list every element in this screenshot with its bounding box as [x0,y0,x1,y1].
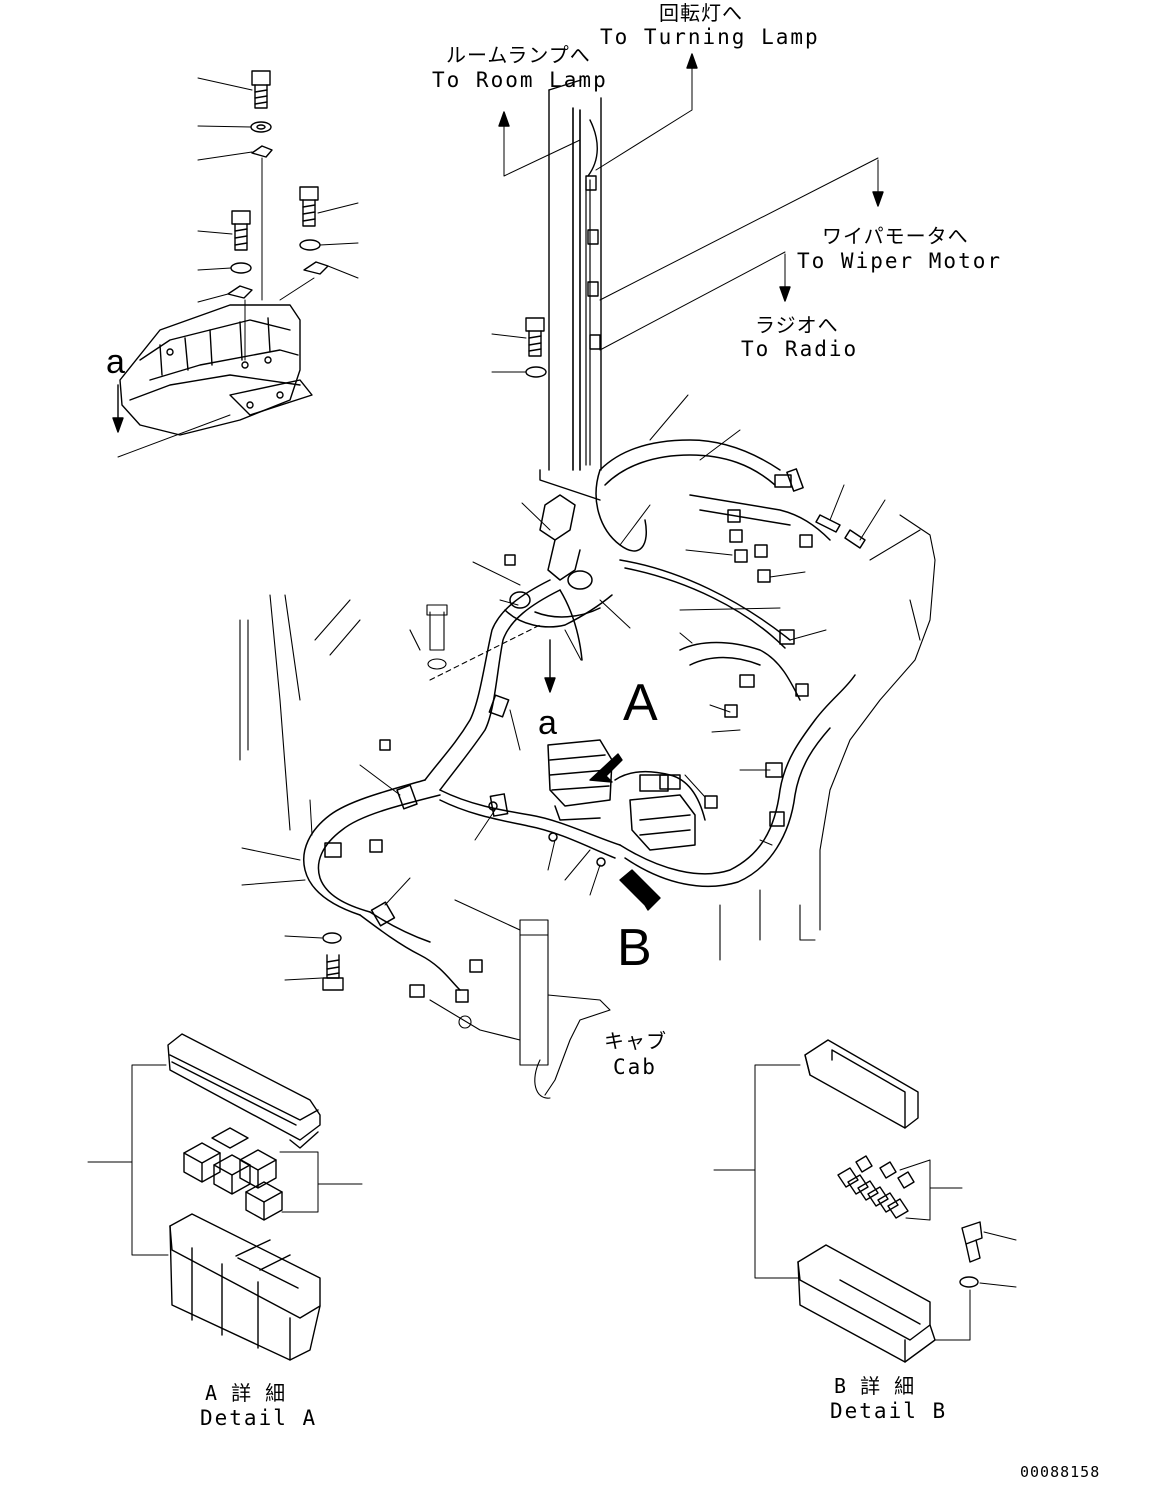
turning-lamp-label: To Turning Lamp [600,25,820,49]
pillar-bolt [491,317,547,378]
detail-b-drawing [713,1039,1017,1363]
view-marker-b: B [617,919,652,977]
cab-pillar [539,79,602,501]
harness-leaders [241,394,886,906]
radio-label: To Radio [741,337,859,361]
detail-b-label: Detail B [830,1399,948,1423]
cab-jp-label: キャブ [604,1029,667,1053]
detail-a-label: Detail A [200,1406,318,1430]
marker-a-upper: a [106,343,125,381]
drawing-number: 00088158 [1020,1463,1101,1481]
view-marker-a: A [623,674,658,732]
wiper-motor-label: To Wiper Motor [797,249,1003,273]
marker-a-lower: a [538,704,557,742]
bottom-bolt [284,932,344,991]
cab-structure [239,514,936,1099]
radio-jp-label: ラジオへ [755,313,839,337]
detail-a-jp-label: A 詳 細 [205,1381,287,1405]
view-arrows [544,639,661,911]
detail-a-drawing [87,1033,363,1361]
main-harness [303,439,866,1003]
wiper-motor-jp-label: ワイパモータへ [822,224,969,248]
bracket-assembly [112,70,359,458]
detail-b-jp-label: B 詳 細 [834,1374,916,1398]
turning-lamp-jp-label: 回転灯へ [659,1,743,25]
destination-arrows [498,53,884,351]
room-lamp-label: To Room Lamp [432,68,608,92]
room-lamp-jp-label: ルームランプへ [446,43,591,67]
cab-label: Cab [613,1055,657,1079]
